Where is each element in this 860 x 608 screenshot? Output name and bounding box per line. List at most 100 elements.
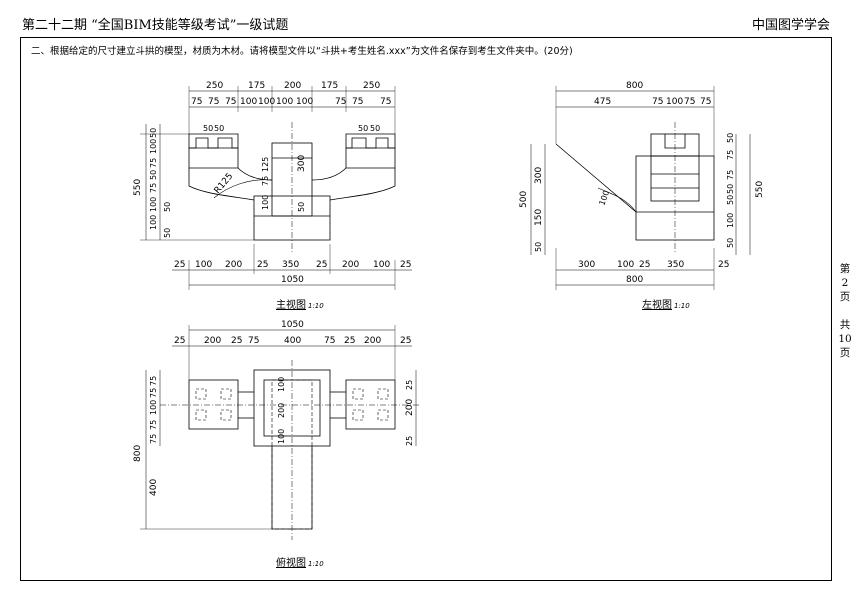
dim-label: 75 xyxy=(149,434,158,444)
dim-label: 75 xyxy=(208,97,219,107)
dim-label: 100 xyxy=(149,215,158,230)
dim-label: 200 xyxy=(364,336,381,346)
top-right-block xyxy=(345,379,396,430)
dim-label: 100 xyxy=(296,97,313,107)
dim-label: 350 xyxy=(667,260,684,270)
dim-label: 125 xyxy=(261,157,270,172)
front-view xyxy=(140,86,412,290)
question-text: 二、根据给定的尺寸建立斗拱的模型，材质为木材。请将模型文件以“斗拱+考生姓名.x… xyxy=(31,46,573,57)
dim-label: 300 xyxy=(297,155,307,172)
dim-label: 25 xyxy=(231,336,242,346)
dim-label: 100 xyxy=(726,213,735,228)
dim-label: 25 xyxy=(257,260,268,270)
dim-label: 75 xyxy=(149,183,158,193)
dim-label: 100 xyxy=(276,97,293,107)
dim-label: 150 xyxy=(534,209,544,226)
dim-label: 100 xyxy=(149,139,158,154)
dim-label: 75 xyxy=(335,97,346,107)
dim-label: 550 xyxy=(133,179,143,196)
dim-label: 175 xyxy=(321,81,338,91)
dim-label: 100 xyxy=(240,97,257,107)
dim-label: 50 xyxy=(726,133,735,143)
dim-label: 100 xyxy=(666,97,683,107)
page-indicator-char: 共 xyxy=(839,319,851,331)
dim-label: 200 xyxy=(284,81,301,91)
dim-label: 300 xyxy=(578,260,595,270)
organization-name: 中国图学学会 xyxy=(751,18,830,33)
dim-label: 200 xyxy=(277,403,286,418)
page-indicator-char: 10 xyxy=(838,333,852,345)
dim-label: 300 xyxy=(534,167,544,184)
dim-label: 25 xyxy=(639,260,650,270)
side-view-scale: 1:10 xyxy=(674,302,690,310)
dim-label: 100 xyxy=(373,260,390,270)
page-indicator: 第 2 页 共 10 页 xyxy=(838,262,852,360)
dim-label: 75 xyxy=(225,97,236,107)
dim-label: 550 xyxy=(755,181,765,198)
dim-label: 100 xyxy=(277,429,286,444)
dim-label: 25 xyxy=(400,260,411,270)
dim-label: 100 xyxy=(149,400,158,415)
top-right-inner xyxy=(352,388,389,421)
drawing-frame xyxy=(20,37,832,581)
dim-label: 350 xyxy=(282,260,299,270)
top-view-title: 俯视图 xyxy=(276,556,306,569)
top-left-inner xyxy=(195,388,232,421)
dim-label: 75 xyxy=(652,97,663,107)
front-arc-r125 xyxy=(213,179,273,199)
dim-label: 25 xyxy=(174,336,185,346)
dim-label: 175 xyxy=(248,81,265,91)
dim-label: 25 xyxy=(400,336,411,346)
dim-label: 800 xyxy=(133,445,143,462)
dim-label: 100 xyxy=(261,195,270,210)
dim-label: 50 xyxy=(534,242,543,252)
dim-label: 200 xyxy=(204,336,221,346)
dim-label: 1050 xyxy=(281,275,304,285)
dim-label: 75 xyxy=(149,420,158,430)
side-view-title: 左视图 xyxy=(642,298,672,311)
page-indicator-char: 第 xyxy=(839,263,851,275)
dim-label: 100 xyxy=(617,260,634,270)
dim-label: 50 xyxy=(163,202,172,212)
dim-label: 50 xyxy=(370,124,380,133)
dim-label: 50 xyxy=(358,124,368,133)
side-curve xyxy=(597,187,637,213)
dim-label: 25 xyxy=(316,260,327,270)
page-indicator-char: 2 xyxy=(841,277,849,289)
dim-label: 50 xyxy=(726,195,735,205)
dim-label: 250 xyxy=(206,81,223,91)
dim-label: 75 xyxy=(261,176,270,186)
dim-label: 50 xyxy=(726,238,735,248)
dim-label: 475 xyxy=(594,97,611,107)
dim-label: 75 xyxy=(700,97,711,107)
dim-label: 100 xyxy=(149,197,158,212)
dim-label: 50 xyxy=(297,202,306,212)
dim-label: 200 xyxy=(405,399,415,416)
dim-label: 50 xyxy=(214,124,224,133)
dim-label: 75 xyxy=(149,376,158,386)
dim-label: 75 xyxy=(191,97,202,107)
dim-label: 100 xyxy=(195,260,212,270)
dim-label: 200 xyxy=(342,260,359,270)
dim-label: 50 xyxy=(149,128,158,138)
dim-label: 50 xyxy=(726,184,735,194)
dim-label: 75 xyxy=(248,336,259,346)
dim-label: 75 xyxy=(380,97,391,107)
document-title: 第二十二期 “全国BIM技能等级考试”一级试题 xyxy=(22,18,289,33)
dim-label: 50 xyxy=(149,170,158,180)
dim-label: 400 xyxy=(284,336,301,346)
dim-label: 75 xyxy=(684,97,695,107)
dim-label: 75 xyxy=(726,170,735,180)
dim-label: 50 xyxy=(203,124,213,133)
dim-label: 250 xyxy=(363,81,380,91)
front-view-scale: 1:10 xyxy=(308,302,324,310)
front-right-arm xyxy=(311,167,396,201)
dim-label: R125 xyxy=(213,172,236,196)
dim-label: 25 xyxy=(405,436,414,446)
page-indicator-char: 页 xyxy=(839,291,851,303)
page-indicator-char: 页 xyxy=(839,347,851,359)
dim-label: 25 xyxy=(344,336,355,346)
dim-label: 800 xyxy=(626,81,643,91)
